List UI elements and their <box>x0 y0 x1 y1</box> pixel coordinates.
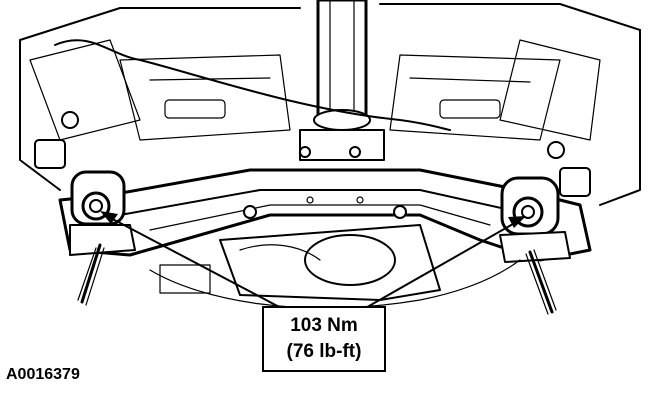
left-stud <box>77 243 105 306</box>
torque-imperial: (76 lb-ft) <box>286 341 362 362</box>
torque-callout: 103 Nm (76 lb-ft) <box>262 306 386 372</box>
body-panels <box>19 3 641 206</box>
center-shaft <box>299 0 385 161</box>
differential <box>149 224 521 309</box>
upper-mounts <box>34 111 591 197</box>
right-bushing <box>499 176 571 263</box>
figure-id: A0016379 <box>6 366 80 383</box>
torque-metric: 103 Nm <box>290 315 358 336</box>
right-stud <box>525 249 557 315</box>
left-bushing <box>69 170 136 256</box>
leader-arrows <box>100 211 526 311</box>
